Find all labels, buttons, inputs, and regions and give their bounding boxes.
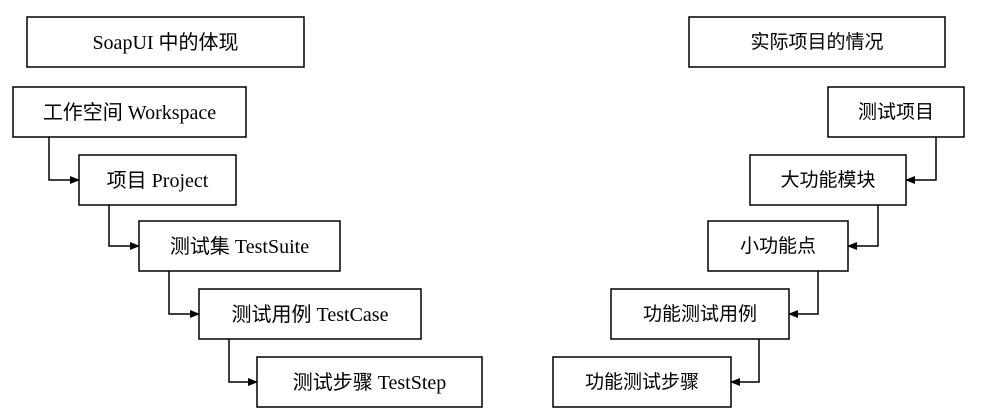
functional-teststep-label: 功能测试步骤 — [585, 371, 699, 393]
workspace-box: 工作空间 Workspace — [12, 86, 247, 138]
teststep-box: 测试步骤 TestStep — [256, 356, 483, 408]
project-label: 项目 Project — [107, 170, 209, 192]
actual-header-label: 实际项目的情况 — [750, 31, 883, 53]
soapui-header-box: SoapUI 中的体现 — [26, 16, 305, 68]
test-project-box: 测试项目 — [827, 86, 965, 138]
connector-testcase-to-teststep — [228, 339, 258, 386]
functional-testcase-box: 功能测试用例 — [610, 288, 790, 340]
functional-testcase-label: 功能测试用例 — [643, 303, 757, 325]
major-module-box: 大功能模块 — [749, 154, 907, 206]
connector-workspace-to-project — [48, 137, 80, 184]
connector-minor-feature-to-functional-testcase — [788, 271, 819, 318]
minor-feature-box: 小功能点 — [707, 220, 849, 272]
major-module-label: 大功能模块 — [780, 169, 875, 191]
soapui-header-label: SoapUI 中的体现 — [92, 31, 238, 54]
workspace-label: 工作空间 Workspace — [43, 101, 216, 124]
testsuite-box: 测试集 TestSuite — [138, 220, 341, 272]
functional-teststep-box: 功能测试步骤 — [552, 356, 732, 408]
testcase-box: 测试用例 TestCase — [198, 288, 422, 340]
minor-feature-label: 小功能点 — [740, 235, 816, 257]
testsuite-label: 测试集 TestSuite — [170, 235, 309, 258]
teststep-label: 测试步骤 TestStep — [293, 371, 447, 394]
connector-test-project-to-major-module — [905, 137, 937, 184]
actual-header-box: 实际项目的情况 — [688, 16, 946, 68]
connector-major-module-to-minor-feature — [847, 205, 879, 250]
connector-functional-testcase-to-functional-teststep — [730, 339, 760, 386]
testcase-label: 测试用例 TestCase — [232, 303, 389, 326]
project-box: 项目 Project — [78, 154, 237, 206]
test-project-label: 测试项目 — [858, 101, 934, 123]
connector-project-to-testsuite — [108, 205, 140, 250]
connector-testsuite-to-testcase — [168, 271, 200, 318]
